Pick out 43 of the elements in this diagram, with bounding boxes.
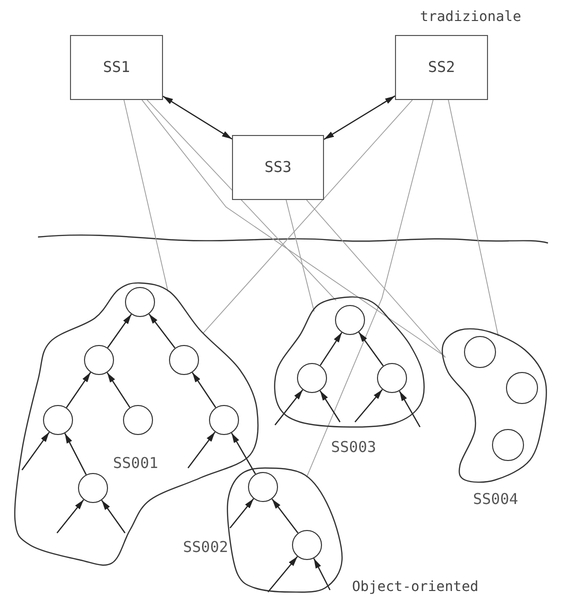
subsystem-box: [395, 35, 488, 100]
connector-line: [142, 100, 446, 357]
arrow: [354, 389, 383, 422]
connector-line: [448, 100, 499, 337]
arrow: [107, 314, 132, 348]
arrow: [358, 332, 384, 366]
arrow: [320, 332, 342, 366]
connector-line: [306, 200, 446, 358]
arrow: [162, 96, 232, 140]
arrow: [188, 432, 216, 468]
arrow: [320, 390, 340, 422]
connector-line: [202, 100, 413, 334]
arrow: [148, 314, 176, 348]
cluster-label: SS001: [113, 456, 158, 471]
arrow: [313, 558, 331, 590]
annotation-label: tradizionale: [420, 10, 522, 24]
annotation-label: Object-oriented: [352, 580, 478, 594]
subsystem-box: [232, 135, 324, 200]
arrow: [64, 433, 87, 475]
arrow: [272, 498, 298, 534]
connector-line: [146, 100, 336, 301]
arrow: [22, 432, 50, 470]
cluster-label: SS002: [183, 540, 228, 555]
box-label: SS3: [264, 157, 292, 178]
subsystem-box: [70, 35, 163, 100]
cluster-label: SS004: [473, 492, 518, 507]
arrow: [268, 556, 298, 592]
arrow: [230, 498, 254, 528]
arrow: [66, 372, 92, 408]
arrow: [56, 499, 84, 534]
box-label: SS1: [102, 57, 130, 78]
connector-line: [306, 100, 434, 478]
arrow: [192, 372, 216, 408]
connector-line: [286, 200, 314, 312]
box-label: SS2: [428, 57, 456, 78]
cluster-outline: [15, 283, 257, 563]
arrow: [274, 389, 304, 426]
arrow: [324, 95, 396, 140]
arrow: [398, 390, 421, 428]
connector-line: [124, 100, 168, 292]
arrow: [101, 500, 126, 534]
cluster-label: SS003: [331, 440, 376, 455]
arrow: [106, 372, 130, 408]
